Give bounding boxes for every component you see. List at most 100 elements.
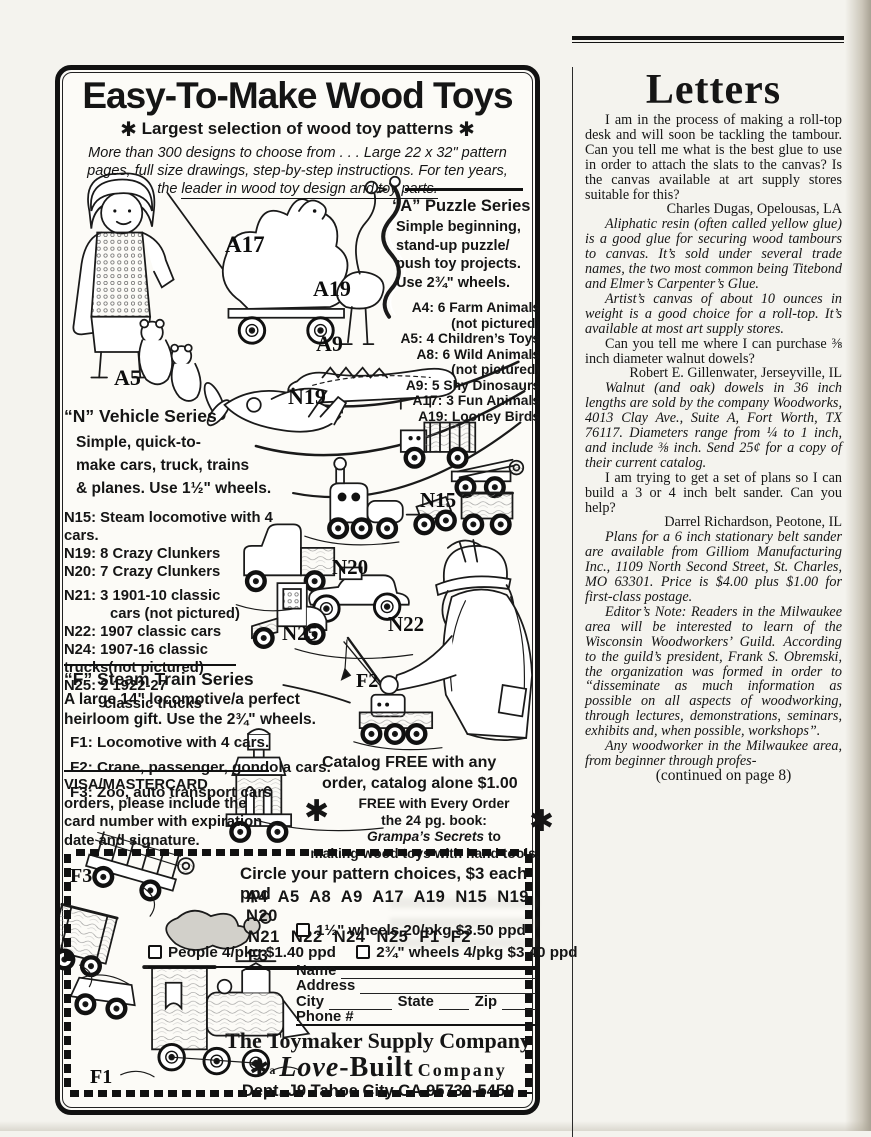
dept-address-line: Dept. J9 Tahoe City CA 95730-5459 <box>241 1082 515 1100</box>
ad-intro-line3: the leader in wood toy design and toy pa… <box>157 181 438 199</box>
label-a17: A17 <box>225 232 265 257</box>
address-field-line[interactable] <box>360 982 536 994</box>
n-series-heading: “N” Vehicle Series <box>64 406 217 426</box>
classic-car-n22-illustration <box>308 566 410 623</box>
address-label: Address <box>296 978 356 994</box>
label-n15: N15 <box>420 488 457 512</box>
locomotive-f1-illustration <box>120 909 311 1078</box>
editors-note: Any woodworker in the Milwaukee area, fr… <box>585 738 842 769</box>
zip-label: Zip <box>474 993 497 1010</box>
ostrich-snake-illustration <box>336 175 406 346</box>
letter-question: Can you tell me where I can purchase ⅜ i… <box>585 335 842 367</box>
wheels-4pkg-checkbox[interactable] <box>356 945 371 959</box>
letter-signature: Robert E. Gillenwater, Jerseyville, IL <box>629 365 842 382</box>
coupon-dashed-border-left <box>64 854 71 1090</box>
pattern-codes-line1[interactable]: A4 A5 A8 A9 A17 A19 N15 N19 N20 <box>246 888 529 925</box>
list-item: F1: Locomotive with 4 cars. <box>70 734 270 751</box>
list-item: A8: 6 Wild Animals <box>416 346 540 362</box>
ad-intro-underlined: leader in wood toy design and toy parts. <box>181 181 438 199</box>
zip-field-line[interactable] <box>502 998 536 1010</box>
visa-line: VISA/MASTERCARD <box>64 777 208 793</box>
dinosaur-illustration <box>287 366 458 414</box>
order-form: Name Address City State Zip Phone # <box>296 963 536 1025</box>
ad-subtitle: ✱ Largest selection of wood toy patterns… <box>60 117 535 141</box>
letter-signature: Darrel Richardson, Peotone, IL <box>664 514 842 531</box>
label-f2: F2 <box>356 670 379 692</box>
f-series-rule <box>64 664 236 666</box>
n-series-description: Simple, quick-to- make cars, truck, trai… <box>76 434 272 497</box>
page-bottom-shadow <box>0 1121 871 1131</box>
label-a5: A5 <box>114 365 141 390</box>
stake-truck-illustration <box>399 421 477 467</box>
asterisk-icon: ✱ <box>458 117 475 141</box>
f-steam-train-series: “F” Steam Train Series A large 14" locom… <box>64 664 364 805</box>
wood-toys-advertisement: Easy-To-Make Wood Toys ✱ Largest selecti… <box>55 65 578 1115</box>
letter-signature: Charles Dugas, Opelousas, LA <box>666 201 842 218</box>
letter-answer: Walnut (and oak) dowels in 36 inch lengt… <box>585 380 842 471</box>
list-item: A19: Looney Birds <box>418 408 540 424</box>
list-item: N25: 2 1922-27 <box>64 678 167 694</box>
people-4pkg-checkbox[interactable] <box>148 945 162 959</box>
classic-truck-n25-illustration <box>251 582 328 647</box>
list-item: N15: Steam locomotive with 4 cars. <box>64 510 273 544</box>
ad-title: Easy-To-Make Wood Toys <box>82 75 513 116</box>
wheels-20pkg-checkbox[interactable] <box>296 923 310 937</box>
asterisk-icon: ✱ <box>304 794 330 829</box>
label-n25: N25 <box>282 621 319 645</box>
wheel-option-row2: People 4/pkg $1.40 ppd 2¾" wheels 4/pkg … <box>148 944 578 968</box>
option-label: People 4/pkg $1.40 ppd <box>168 944 336 961</box>
form-divider <box>296 1024 536 1026</box>
letters-column: Letters I am in the process of making a … <box>572 36 844 1137</box>
bear-toys-illustration <box>138 318 202 402</box>
list-item: classic trucks <box>104 696 202 712</box>
label-n20: N20 <box>332 555 369 579</box>
phone-row: Phone # <box>296 1009 536 1025</box>
letter-question: I am trying to get a set of plans so I c… <box>585 469 842 516</box>
editors-note: Editor’s Note: Readers in the Milwaukee … <box>585 603 842 740</box>
coupon-dashed-border-top <box>76 849 527 856</box>
visa-rule <box>64 770 269 772</box>
list-item: N21: 3 1901-10 classic <box>64 588 221 604</box>
name-row: Name <box>296 963 536 979</box>
list-item: N20: 7 Crazy Clunkers <box>64 564 221 580</box>
letters-body: Letters I am in the process of making a … <box>572 67 844 1137</box>
f-series-heading: “F” Steam Train Series <box>64 669 254 689</box>
list-item: A17: 3 Fun Animals <box>412 393 540 408</box>
wheel-option-row1: 1½" wheels 20/pkg $3.50 ppd <box>296 922 526 939</box>
option-label: 1½" wheels 20/pkg $3.50 ppd <box>316 922 526 939</box>
girl-illustration <box>72 172 175 379</box>
list-item: (not pictured) <box>451 315 540 331</box>
list-item: A5: 4 Children’s Toys <box>400 331 540 346</box>
steam-train-n15-illustration <box>329 456 514 537</box>
phone-label: Phone # <box>296 1009 354 1025</box>
pointer-line <box>282 684 351 704</box>
n-vehicle-series: “N” Vehicle Series Simple, quick-to- mak… <box>64 406 302 713</box>
visa-line: card number with expiration <box>64 814 263 830</box>
list-item: N22: 1907 classic cars <box>64 624 222 640</box>
letters-top-rule-thin <box>572 42 844 43</box>
state-field-line[interactable] <box>438 998 469 1010</box>
print-bleed-through <box>390 898 538 956</box>
book-title: Grampa’s Secrets <box>367 829 485 844</box>
asterisk-icon: ✱ <box>249 1054 270 1082</box>
list-item: cars (not pictured) <box>110 606 240 622</box>
a-puzzle-series: “A” Puzzle Series Simple beginning, stan… <box>388 188 540 424</box>
kneeling-child-illustration <box>379 539 533 741</box>
name-field-line[interactable] <box>341 967 536 979</box>
option-label: 2¾" wheels 4/pkg $3.40 ppd <box>376 944 578 961</box>
catalog-free-note: Catalog FREE with any order, catalog alo… <box>322 754 518 792</box>
label-f3: F3 <box>70 865 93 887</box>
n-series-items: N15: Steam locomotive with 4 cars. N19: … <box>64 509 302 713</box>
label-a19: A19 <box>313 276 351 301</box>
letter-answer: Plans for a 6 inch stationary belt sande… <box>585 529 842 605</box>
label-a9: A9 <box>316 331 343 356</box>
city-field-line[interactable] <box>328 998 392 1010</box>
coupon-pattern-list: A4 A5 A8 A9 A17 A19 N15 N19 N20 N21 N22 … <box>246 888 536 970</box>
page-edge-shadow <box>845 0 871 1131</box>
list-item: F3: Zoo, auto transport cars <box>70 784 272 801</box>
letter-question: I am in the process of making a roll-top… <box>585 112 842 203</box>
clunker-truck-n20-illustration <box>243 523 336 590</box>
letter-answer: Aliphatic resin (often called yellow glu… <box>585 216 842 292</box>
asterisk-icon: ✱ <box>120 117 137 141</box>
camel-toy-illustration <box>222 198 349 345</box>
